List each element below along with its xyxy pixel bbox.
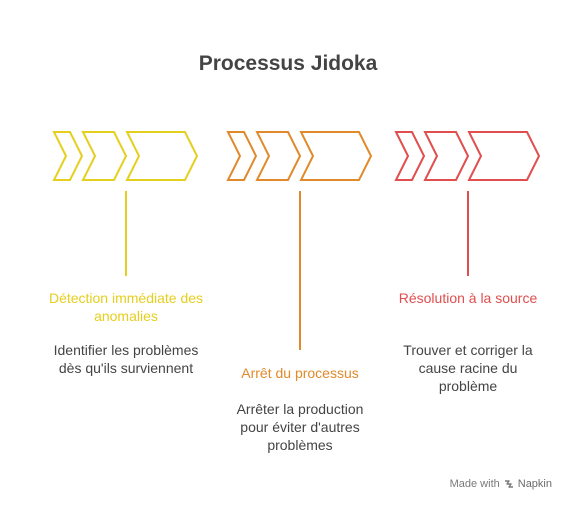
step-3-description: Trouver et corriger la cause racine du p… [403,342,533,394]
step-2-description: Arrêter la production pour éviter d'autr… [236,401,364,453]
diagram-title: Processus Jidoka [198,52,378,75]
step-1-title: Détection immédiate des anomalies [48,290,204,324]
step-2-chevron-small-2 [255,131,302,181]
footer-prefix: Made with [449,478,500,490]
step-2-arrows-icon [226,131,373,181]
step-3-arrows-icon [394,131,541,181]
step-1-description: Identifier les problèmes dès qu'ils surv… [53,342,199,376]
step-3-chevron-small-2 [423,131,470,181]
step-1-chevron-small-2 [81,131,128,181]
napkin-logo-icon [504,480,513,488]
step-3-chevron-small-1 [394,131,426,181]
step-1-chevron-large [125,131,199,181]
step-3-chevron-large [467,131,541,181]
step-1-arrows-icon [52,131,199,181]
step-2-title: Arrêt du processus [241,365,359,381]
step-2-chevron-large [299,131,373,181]
step-1-chevron-small-1 [52,131,84,181]
footer-brand: Napkin [517,478,552,490]
made-with-napkin-badge[interactable]: Made with Napkin [450,478,552,490]
step-2-chevron-small-1 [226,131,258,181]
step-3-title: Résolution à la source [398,290,538,306]
